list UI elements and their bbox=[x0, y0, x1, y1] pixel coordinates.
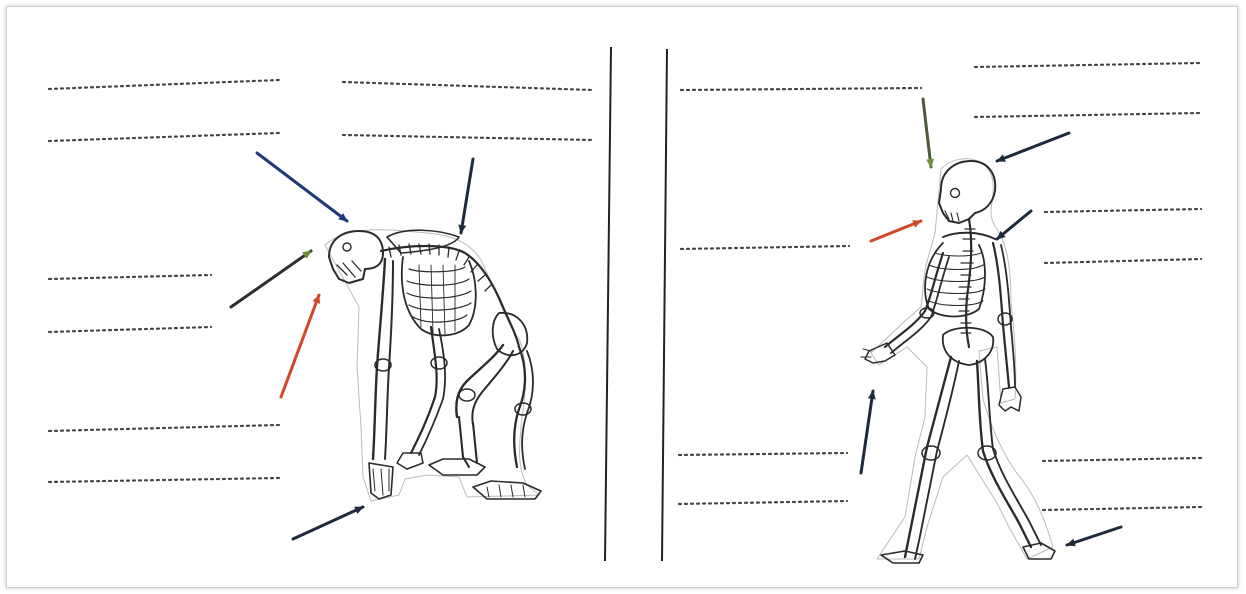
label-line[interactable] bbox=[343, 82, 593, 90]
pointer-arrow bbox=[997, 133, 1069, 161]
pointer-arrow bbox=[281, 295, 319, 397]
ape-skull bbox=[329, 231, 383, 283]
pointer-arrow bbox=[461, 159, 473, 233]
label-line[interactable] bbox=[1045, 209, 1201, 212]
panel-divider bbox=[605, 47, 611, 561]
ape-skeleton bbox=[325, 230, 541, 501]
pointer-arrow bbox=[1067, 527, 1121, 545]
label-line[interactable] bbox=[49, 133, 279, 141]
label-line[interactable] bbox=[343, 135, 593, 140]
human-skeleton bbox=[861, 159, 1055, 563]
label-line[interactable] bbox=[49, 275, 211, 279]
human-skull bbox=[939, 161, 995, 223]
label-line[interactable] bbox=[975, 63, 1201, 67]
pointer-arrow bbox=[923, 99, 931, 167]
label-line[interactable] bbox=[681, 88, 921, 90]
label-line[interactable] bbox=[679, 501, 847, 504]
label-line[interactable] bbox=[1043, 458, 1201, 461]
worksheet bbox=[6, 6, 1238, 588]
label-line[interactable] bbox=[1045, 259, 1201, 263]
pointer-arrow bbox=[257, 153, 347, 221]
label-line[interactable] bbox=[679, 453, 847, 455]
label-line[interactable] bbox=[49, 80, 279, 89]
label-line[interactable] bbox=[1043, 507, 1201, 510]
label-line[interactable] bbox=[975, 113, 1201, 117]
labeling-diagram bbox=[7, 7, 1239, 589]
pointer-arrow bbox=[231, 251, 311, 307]
panel-divider bbox=[662, 49, 667, 561]
label-line[interactable] bbox=[49, 478, 279, 482]
label-line[interactable] bbox=[49, 425, 279, 431]
label-line[interactable] bbox=[49, 327, 211, 332]
pointer-arrow bbox=[861, 391, 873, 473]
pointer-arrow bbox=[293, 507, 363, 539]
pointer-arrow bbox=[997, 211, 1031, 239]
pointer-arrow bbox=[871, 221, 921, 241]
label-line[interactable] bbox=[681, 246, 849, 249]
